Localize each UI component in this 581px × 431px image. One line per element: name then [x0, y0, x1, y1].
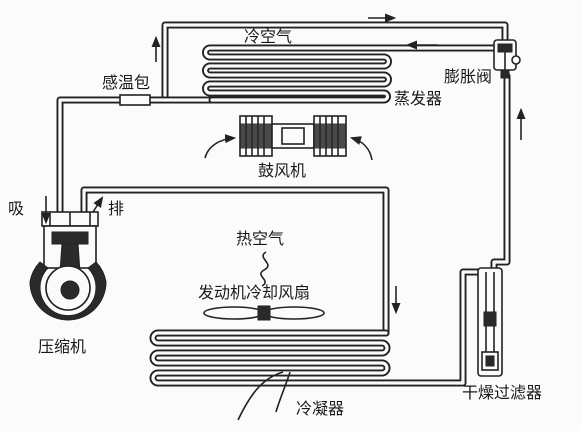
temp-bulb: [119, 94, 151, 106]
label-hot-air: 热空气: [236, 229, 284, 248]
label-discharge: 排: [108, 199, 124, 218]
blower-airflow-arrow-left: [204, 134, 237, 159]
condenser-airflow-curve: [237, 371, 284, 421]
liquid-line: [490, 72, 511, 276]
label-condenser: 冷凝器: [296, 399, 344, 418]
label-expansion-valve: 膨胀阀: [444, 67, 492, 86]
blower-airflow-arrow-right: [349, 136, 373, 161]
dryer-filter: [477, 267, 503, 377]
hot-air-wave: [260, 251, 269, 287]
condenser-coil: [149, 268, 488, 387]
bulb-capillary-line: [161, 21, 509, 102]
label-temp-bulb: 感温包: [102, 73, 150, 92]
label-suction: 吸: [8, 199, 24, 218]
suction-line: [56, 96, 216, 218]
condenser-airflow-curve-2: [275, 371, 291, 413]
compressor: [29, 211, 107, 321]
label-evaporator: 蒸发器: [394, 89, 442, 108]
label-blower: 鼓风机: [258, 161, 306, 180]
discharge-line: [80, 186, 390, 337]
cooling-fan: [203, 305, 325, 321]
evaporator-coil: [202, 44, 498, 104]
blower: [239, 115, 347, 157]
label-cooling-fan: 发动机冷却风扇: [198, 283, 310, 302]
label-dryer-filter: 干燥过滤器: [462, 383, 542, 402]
expansion-valve: [493, 39, 521, 79]
flow-arrow-discharge-up: [92, 196, 104, 213]
label-cold-air: 冷空气: [244, 27, 292, 46]
label-compressor: 压缩机: [38, 337, 86, 356]
